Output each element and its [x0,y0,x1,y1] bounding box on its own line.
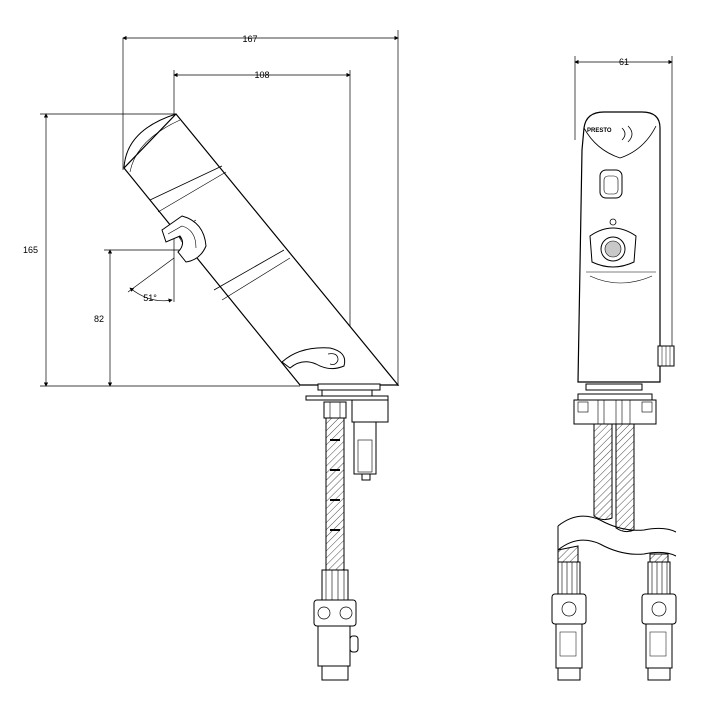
aerator-side [589,218,637,268]
dim-label-82: 82 [94,314,104,324]
dimension-overall-width: 167 [122,30,399,386]
dim-label-165: 165 [23,245,38,255]
front-view: 167 108 165 82 51° [23,30,400,681]
supply-hose-front [325,417,345,571]
sensor-window [599,169,623,199]
break-line [557,515,677,557]
supply-hoses-side-lower [557,545,669,563]
brand-logo-text: PRESTO [587,128,612,134]
side-view: 61 PRESTO [551,56,677,681]
solenoid-valve [353,421,377,481]
hose-connector-front [313,569,359,681]
dimension-overall-height: 165 [23,113,300,387]
hose-connector-side-left [551,561,587,681]
mounting-base [305,383,389,423]
supply-hoses-side-upper [593,423,635,533]
dim-label-108: 108 [254,70,269,80]
faucet-body-front [123,113,400,386]
dim-label-61: 61 [619,57,629,67]
side-adjust-knob [657,345,675,367]
dimension-outlet-height: 82 [94,249,180,387]
brand-logo: PRESTO [587,125,633,143]
outlet-nozzle [161,215,207,263]
dimension-spout-angle: 51° [127,257,175,303]
dim-label-167: 167 [242,34,257,44]
hose-connector-side-right [641,561,677,681]
dimension-side-width: 61 [574,56,673,360]
mounting-base-side [573,383,657,425]
dim-label-51deg: 51° [143,293,157,303]
logo-swoosh [281,347,346,370]
